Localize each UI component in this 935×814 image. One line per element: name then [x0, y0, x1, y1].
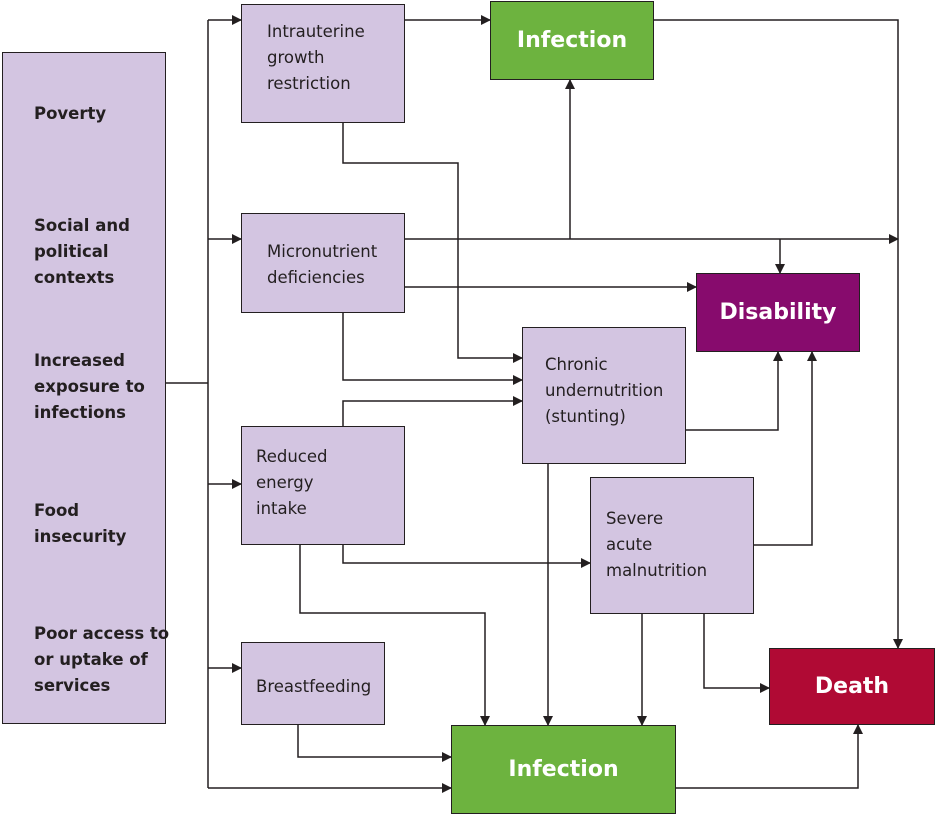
- node-infection-top-label: Infection: [516, 28, 628, 53]
- label-line: Intrauterine: [267, 22, 365, 41]
- node-sam-label: Severe acute malnutrition: [606, 506, 707, 584]
- node-iugr-label: Intrauterine growth restriction: [267, 19, 365, 97]
- node-energy-label: Reduced energy intake: [256, 444, 328, 522]
- determinant-line: services: [34, 676, 111, 695]
- label-line: undernutrition: [545, 381, 664, 400]
- node-breastfeeding: Breastfeeding: [241, 642, 385, 725]
- label-line: malnutrition: [606, 561, 708, 580]
- edge-energy-to-sam: [342, 544, 591, 568]
- label-line: intake: [256, 499, 307, 518]
- label-line: restriction: [267, 74, 351, 93]
- determinant-line: infections: [34, 403, 126, 422]
- determinant-line: insecurity: [34, 527, 127, 546]
- node-sam: Severe acute malnutrition: [590, 477, 754, 614]
- determinant-line: Poverty: [34, 104, 107, 123]
- determinant-line: Food: [34, 501, 80, 520]
- determinant-poverty: Poverty: [34, 101, 106, 127]
- node-iugr: Intrauterine growth restriction: [241, 4, 405, 123]
- determinant-access-services: Poor access to or uptake of services: [34, 621, 169, 699]
- edge-energy-to-stunting: [342, 396, 523, 426]
- node-disability: Disability: [696, 273, 860, 352]
- node-infection-bottom-label: Infection: [508, 757, 619, 782]
- label-line: Micronutrient: [267, 242, 378, 261]
- determinant-social-political: Social and political contexts: [34, 213, 130, 291]
- label-line: acute: [606, 535, 653, 554]
- edge-breastfeeding-infection-bidirectional: [293, 716, 452, 762]
- node-death-label: Death: [814, 674, 890, 699]
- node-energy: Reduced energy intake: [241, 426, 405, 545]
- edge-infection-top-to-death: [654, 19, 903, 649]
- node-disability-label: Disability: [719, 300, 837, 325]
- edge-stunting-to-disability: [686, 351, 783, 431]
- determinant-exposure: Increased exposure to infections: [34, 348, 145, 426]
- node-micronutrient: Micronutrient deficiencies: [241, 213, 405, 313]
- determinant-line: or uptake of: [34, 650, 148, 669]
- node-stunting-label: Chronic undernutrition (stunting): [545, 352, 663, 430]
- node-infection-top: Infection: [490, 1, 654, 80]
- node-infection-bottom: Infection: [451, 725, 676, 814]
- edge-iugr-to-stunting: [342, 123, 523, 363]
- node-death: Death: [769, 648, 935, 725]
- label-line: energy: [256, 473, 314, 492]
- determinant-line: contexts: [34, 268, 115, 287]
- label-line: Chronic: [545, 355, 608, 374]
- node-breastfeeding-label: Breastfeeding: [256, 674, 371, 700]
- label-line: Breastfeeding: [256, 677, 372, 696]
- edge-sam-to-death: [703, 613, 770, 693]
- edge-micronutrient-to-stunting: [342, 313, 523, 385]
- label-line: deficiencies: [267, 268, 365, 287]
- label-line: Reduced: [256, 447, 328, 466]
- determinant-line: exposure to: [34, 377, 145, 396]
- determinant-line: Social and: [34, 216, 130, 235]
- determinants-box: Poverty Social and political contexts In…: [2, 52, 169, 724]
- edge-energy-infection-bidirectional: [295, 536, 490, 726]
- determinant-line: political: [34, 242, 109, 261]
- label-line: (stunting): [545, 407, 626, 426]
- edge-sam-to-disability: [754, 351, 817, 546]
- node-micronutrient-label: Micronutrient deficiencies: [267, 239, 377, 291]
- edge-infection-bottom-to-death: [676, 724, 863, 789]
- determinant-line: Poor access to: [34, 624, 170, 643]
- determinant-food-insecurity: Food insecurity: [34, 498, 126, 550]
- label-line: Severe: [606, 509, 664, 528]
- node-stunting: Chronic undernutrition (stunting): [522, 327, 686, 464]
- label-line: growth: [267, 48, 325, 67]
- determinant-line: Increased: [34, 351, 125, 370]
